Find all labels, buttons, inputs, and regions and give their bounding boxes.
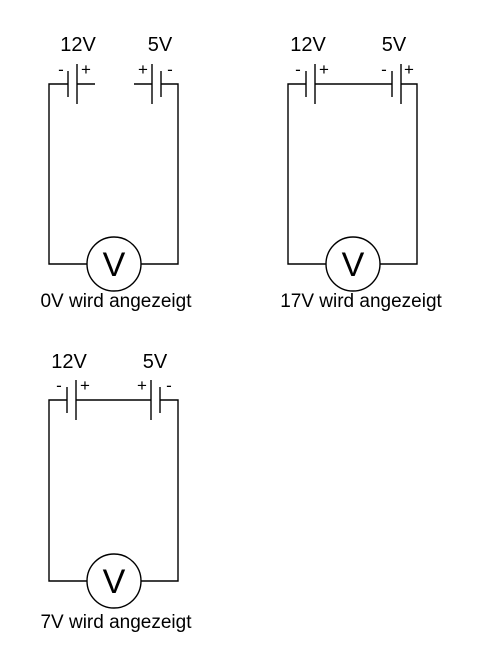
- circuit-2-voltmeter-symbol: V: [342, 246, 365, 284]
- circuit-3-left-battery-left-sign: -: [56, 376, 62, 395]
- circuit-2-left-battery: [305, 64, 316, 104]
- circuit-2-right-battery-voltage: 5V: [382, 34, 407, 56]
- circuit-2-voltmeter: V: [325, 236, 381, 292]
- circuit-2-wire: [287, 83, 418, 265]
- circuit-3-right-battery-left-sign: +: [137, 376, 147, 395]
- circuit-2-caption: 17V wird angezeigt: [280, 291, 442, 312]
- circuit-1-voltmeter: V: [86, 236, 142, 292]
- circuit-3-right-battery: [150, 380, 161, 420]
- circuit-3-wire: [48, 399, 179, 582]
- circuit-3-left-battery-right-sign: +: [80, 376, 90, 395]
- circuit-1-caption: 0V wird angezeigt: [40, 291, 192, 312]
- circuit-1-left-battery: [67, 64, 78, 104]
- circuit-2-left-battery-right-sign: +: [319, 60, 329, 79]
- circuit-2-right-battery-right-sign: +: [404, 60, 414, 79]
- circuit-3-right-battery-right-sign: -: [166, 376, 172, 395]
- circuit-3-left-battery: [66, 380, 77, 420]
- circuit-1-left-battery-left-sign: -: [58, 60, 64, 79]
- circuit-1-left-battery-right-sign: +: [81, 60, 91, 79]
- circuit-1: 12V 5V - + + - V 0V wird angezeigt: [40, 34, 192, 312]
- circuit-2-left-battery-left-sign: -: [295, 60, 301, 79]
- circuit-1-right-battery-right-sign: -: [167, 60, 173, 79]
- circuit-3-left-battery-voltage: 12V: [51, 351, 87, 373]
- circuit-3-voltmeter-symbol: V: [103, 563, 126, 601]
- circuit-2-right-battery: [391, 64, 402, 104]
- circuit-3-right-battery-voltage: 5V: [143, 351, 168, 373]
- circuit-2-right-battery-left-sign: -: [381, 60, 387, 79]
- circuit-1-right-battery-left-sign: +: [138, 60, 148, 79]
- circuit-1-left-battery-voltage: 12V: [60, 34, 96, 56]
- circuit-1-voltmeter-symbol: V: [103, 246, 126, 284]
- circuit-3-voltmeter: V: [86, 553, 142, 609]
- circuit-2: 12V 5V - + - + V 17V wird angezeigt: [280, 34, 442, 312]
- circuit-2-left-battery-voltage: 12V: [290, 34, 326, 56]
- circuit-1-wire: [48, 83, 179, 265]
- circuit-3-caption: 7V wird angezeigt: [40, 612, 192, 633]
- circuit-3: 12V 5V - + + - V 7V wird angezeigt: [40, 351, 192, 633]
- circuit-1-right-battery-voltage: 5V: [148, 34, 173, 56]
- circuit-1-right-battery: [151, 64, 162, 104]
